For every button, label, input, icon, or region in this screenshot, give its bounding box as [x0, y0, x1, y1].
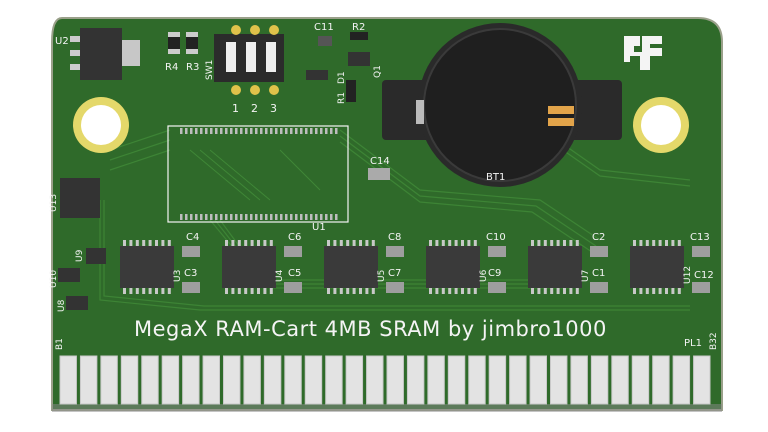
label-u13: U13 — [49, 194, 59, 212]
label-sw-2: 2 — [251, 102, 258, 115]
label-c5: C5 — [288, 268, 301, 279]
label-r3: R3 — [186, 62, 199, 73]
label-u5: U5 — [377, 270, 387, 282]
label-u6: U6 — [479, 269, 489, 282]
label-u10: U10 — [49, 270, 59, 288]
label-c7: C7 — [388, 268, 401, 279]
label-u1: U1 — [312, 222, 326, 233]
mounting-hole-right — [633, 97, 689, 153]
edge-connector — [59, 355, 711, 405]
sw1-dip-switch — [214, 25, 284, 95]
label-c3: C3 — [184, 268, 197, 279]
label-d1: D1 — [337, 71, 347, 84]
label-c1: C1 — [592, 268, 605, 279]
label-u2: U2 — [55, 36, 69, 47]
label-c14: C14 — [370, 156, 390, 167]
label-u7: U7 — [581, 270, 591, 282]
label-c12: C12 — [694, 270, 714, 281]
label-sw-3: 3 — [270, 102, 277, 115]
label-sw-1: 1 — [232, 102, 239, 115]
label-sw1: SW1 — [205, 60, 215, 80]
label-bt1: BT1 — [486, 172, 505, 183]
r4-r3-resistors — [168, 32, 198, 54]
board-title: MegaX RAM-Cart 4MB SRAM by jimbro1000 — [134, 317, 607, 341]
label-q1: Q1 — [373, 65, 383, 78]
label-u9: U9 — [75, 249, 85, 262]
label-b32: B32 — [709, 332, 719, 350]
label-u8: U8 — [57, 299, 67, 312]
label-r1: R1 — [337, 92, 347, 104]
label-c9: C9 — [488, 268, 501, 279]
pcb-board — [51, 17, 723, 411]
soic-chip-row — [120, 240, 710, 294]
u2-regulator — [70, 28, 140, 80]
label-c4: C4 — [186, 232, 199, 243]
label-c13: C13 — [690, 232, 710, 243]
label-r4: R4 — [165, 62, 178, 73]
small-smd-parts — [306, 32, 370, 102]
label-u4: U4 — [275, 269, 285, 282]
label-c10: C10 — [486, 232, 506, 243]
label-pl1: PL1 — [684, 338, 702, 349]
label-r2: R2 — [352, 22, 365, 33]
board-edge-shadow — [52, 404, 722, 412]
u13-chip — [60, 178, 100, 218]
u1-sram-chip — [167, 125, 349, 223]
small-logic-chips — [58, 248, 106, 310]
c14-capacitor — [368, 168, 390, 180]
label-c11: C11 — [314, 22, 334, 33]
label-c2: C2 — [592, 232, 605, 243]
bf-logo-icon — [624, 36, 662, 70]
mounting-hole-left — [73, 97, 129, 153]
bt1-battery-holder — [382, 23, 622, 187]
label-u3: U3 — [173, 270, 183, 282]
label-b1: B1 — [55, 338, 65, 350]
label-u12: U12 — [683, 266, 693, 284]
label-c6: C6 — [288, 232, 301, 243]
label-c8: C8 — [388, 232, 401, 243]
